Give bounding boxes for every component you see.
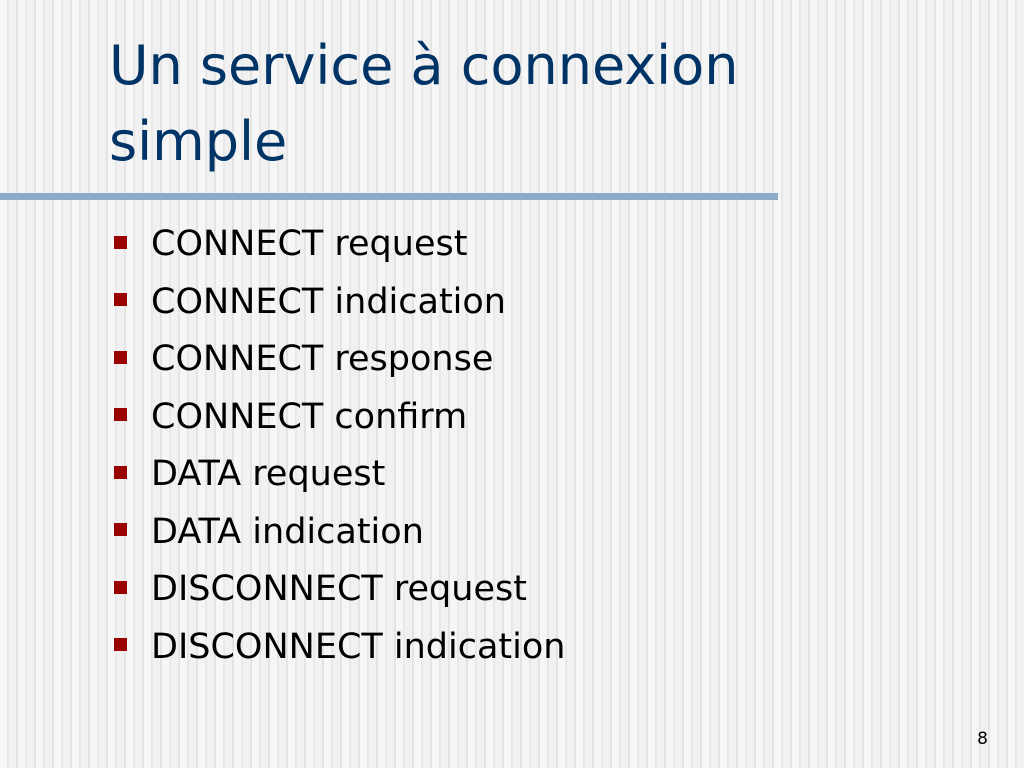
slide-title: Un service à connexion simple <box>109 34 739 173</box>
square-bullet-icon <box>114 638 127 651</box>
square-bullet-icon <box>114 580 127 594</box>
list-item: CONNECT request <box>114 218 565 276</box>
bullet-text: DISCONNECT indication <box>151 626 566 667</box>
bullet-list: CONNECT request CONNECT indication CONNE… <box>114 218 565 678</box>
square-bullet-icon <box>114 465 127 479</box>
list-item: DISCONNECT indication <box>114 621 565 679</box>
title-underline <box>0 193 778 200</box>
page-number: 8 <box>977 729 988 749</box>
square-bullet-icon <box>114 293 127 306</box>
bullet-text: CONNECT confirm <box>151 396 468 437</box>
square-bullet-icon <box>114 523 127 536</box>
list-item: DATA request <box>114 448 565 506</box>
list-item: CONNECT response <box>114 333 565 391</box>
bullet-text: CONNECT response <box>151 339 494 379</box>
bullet-text: DATA indication <box>151 511 424 552</box>
bullet-text: DATA request <box>151 454 386 494</box>
bullet-text: CONNECT request <box>151 224 468 264</box>
square-bullet-icon <box>114 408 127 421</box>
bullet-text: DISCONNECT request <box>151 569 527 609</box>
list-item: CONNECT indication <box>114 276 565 334</box>
list-item: DISCONNECT request <box>114 563 565 621</box>
square-bullet-icon <box>114 350 127 364</box>
bullet-text: CONNECT indication <box>151 281 506 322</box>
list-item: CONNECT confirm <box>114 391 565 449</box>
list-item: DATA indication <box>114 506 565 564</box>
square-bullet-icon <box>114 235 127 249</box>
